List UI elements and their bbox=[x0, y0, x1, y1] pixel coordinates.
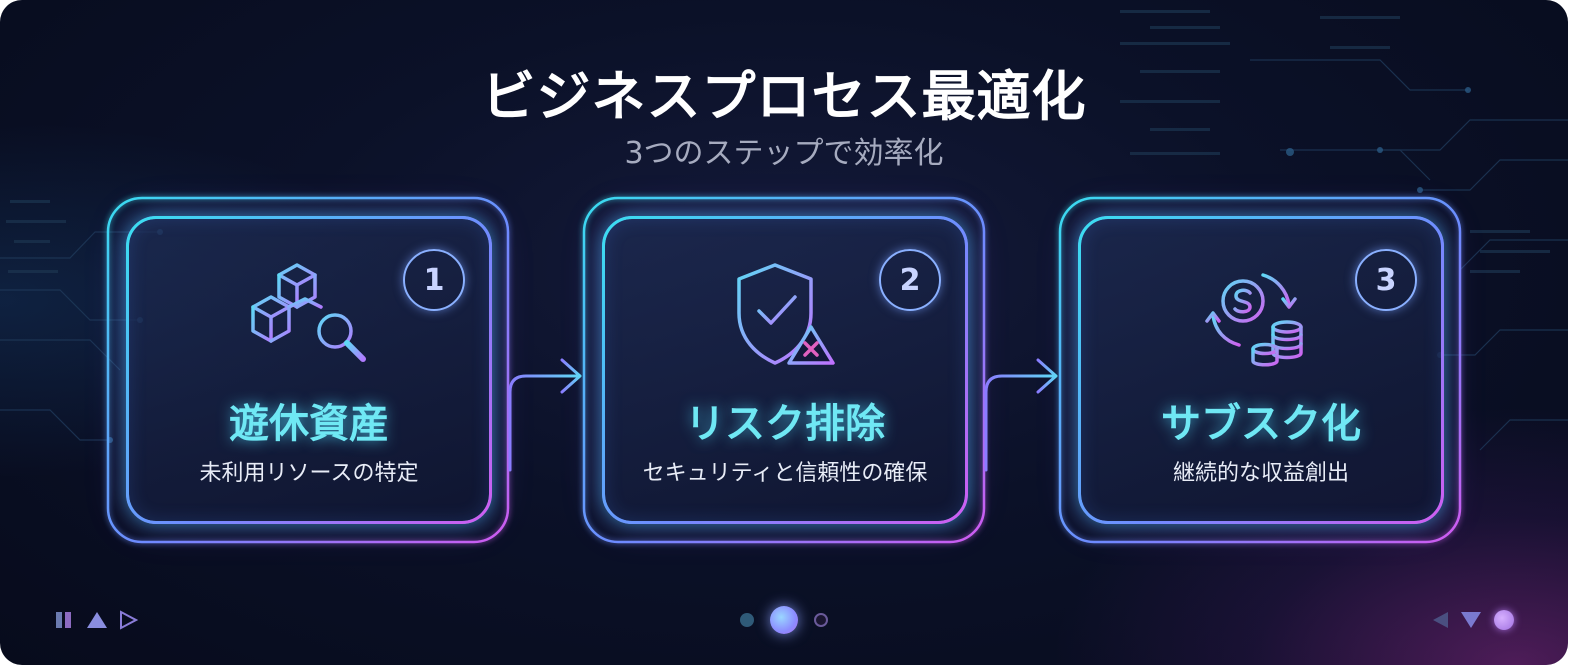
page-dot[interactable] bbox=[814, 613, 828, 627]
triangle-down-icon[interactable] bbox=[1460, 610, 1482, 630]
page-dot[interactable] bbox=[740, 613, 754, 627]
play-icon[interactable] bbox=[118, 610, 138, 630]
arrow-connector-1 bbox=[510, 376, 578, 470]
page-dot-active[interactable] bbox=[770, 606, 798, 634]
prev-icon[interactable] bbox=[1430, 610, 1450, 630]
step-connectors bbox=[0, 0, 1568, 665]
circle-icon[interactable] bbox=[1494, 610, 1514, 630]
triangle-up-icon[interactable] bbox=[86, 610, 108, 630]
pause-icon[interactable] bbox=[54, 610, 74, 630]
slide-frame: ビジネスプロセス最適化 3つのステップで効率化 1 遊休資産 bbox=[0, 0, 1568, 665]
carousel-bar bbox=[0, 600, 1568, 640]
arrow-connector-2 bbox=[986, 376, 1054, 470]
